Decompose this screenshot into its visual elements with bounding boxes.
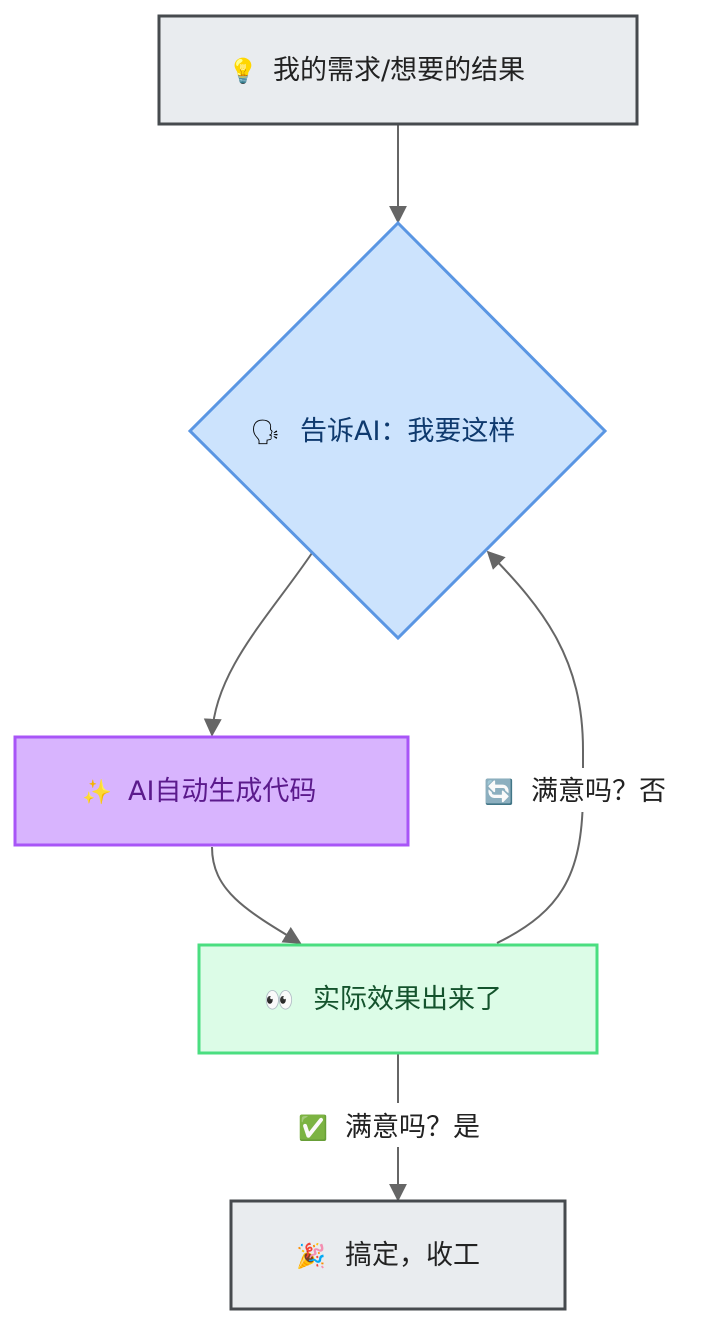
node-generate-box [13, 735, 410, 847]
node-generate-label: AI自动生成代码 [128, 776, 316, 807]
node-prompt: 🗣 告诉AI：我要这样 [187, 220, 608, 641]
eyes-icon: 👀 [264, 986, 294, 1014]
edge-label-no: 🔄 满意吗？否 [484, 776, 666, 807]
node-start-label: 我的需求/想要的结果 [273, 55, 525, 86]
edge-result-to-prompt-no [486, 550, 584, 944]
edge-label-no-text: 满意吗？否 [531, 776, 666, 807]
edge-label-yes-bg [292, 1103, 508, 1147]
edge-prompt-to-generate [203, 552, 313, 737]
edge-label-yes: ✅ 满意吗？是 [298, 1112, 480, 1143]
node-generate: ✨ AI自动生成代码 [13, 735, 410, 847]
node-done-label: 搞定，收工 [345, 1240, 480, 1271]
edge-generate-to-result [211, 846, 302, 944]
node-result-label: 实际效果出来了 [313, 984, 502, 1015]
node-result: 👀 实际效果出来了 [197, 943, 599, 1055]
node-result-box [197, 943, 599, 1055]
node-start: 💡 我的需求/想要的结果 [157, 14, 639, 126]
speaking-head-icon: 🗣 [250, 418, 280, 446]
node-done: 🎉 搞定，收工 [229, 1199, 567, 1311]
refresh-icon: 🔄 [484, 778, 514, 806]
node-done-box [229, 1199, 567, 1311]
check-mark-icon: ✅ [298, 1114, 328, 1142]
node-prompt-label: 告诉AI：我要这样 [300, 416, 515, 447]
node-start-box [157, 14, 639, 126]
edge-label-no-bg [478, 768, 690, 812]
sparkles-icon: ✨ [82, 778, 112, 806]
lightbulb-icon: 💡 [228, 57, 258, 85]
party-popper-icon: 🎉 [296, 1242, 326, 1270]
node-prompt-diamond [187, 220, 608, 641]
edge-label-yes-text: 满意吗？是 [345, 1112, 480, 1143]
